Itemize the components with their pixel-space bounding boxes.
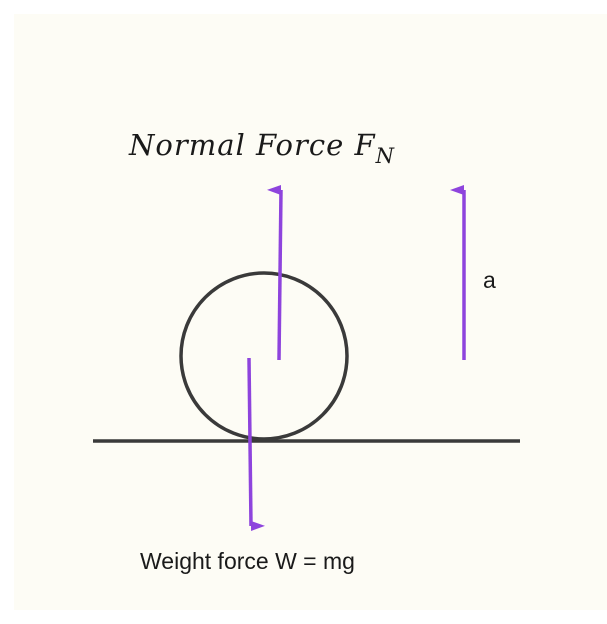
normal-force-label-main: Normal Force F [128, 128, 376, 162]
weight-force-arrow [247, 357, 265, 531]
free-body-diagram: Normal Force FN a Weight force W = mg [14, 14, 607, 610]
weight-force-label: Weight force W = mg [140, 548, 355, 574]
normal-force-label-subscript: N [375, 144, 395, 168]
acceleration-label: a [483, 267, 496, 293]
normal-force-label: Normal Force FN [128, 128, 395, 168]
diagram-background [14, 14, 607, 610]
normal-force-arrow [267, 185, 283, 361]
ball-circle [179, 271, 349, 441]
